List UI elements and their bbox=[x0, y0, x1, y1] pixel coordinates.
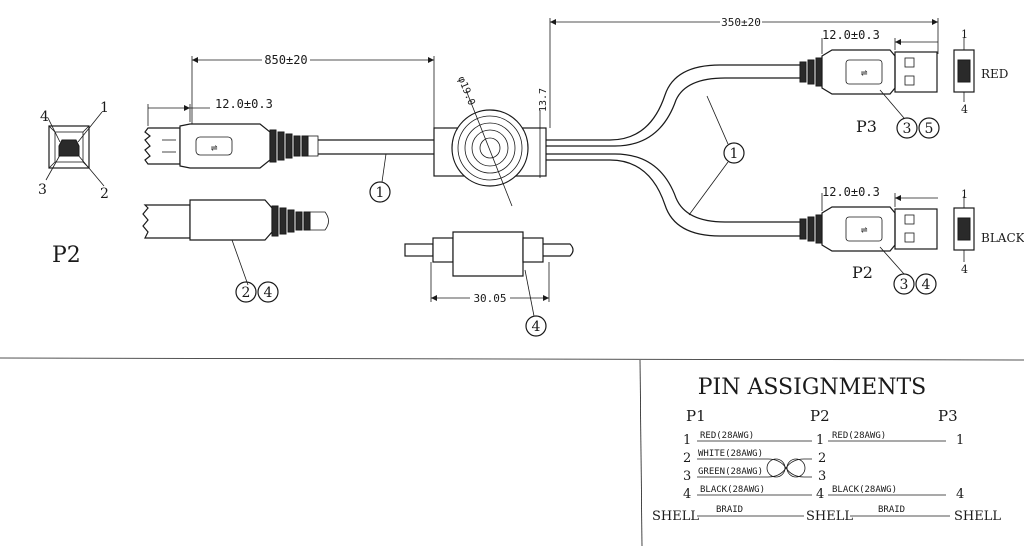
callout-2-4: 2 4 bbox=[235, 281, 279, 303]
divider bbox=[0, 357, 1024, 361]
callout-3-4: 3 4 bbox=[893, 273, 937, 295]
usb-a-end-view-black: 1 4 BLACK bbox=[953, 188, 1024, 276]
usb-a-end-view-red: 1 4 RED bbox=[953, 28, 1008, 116]
usb-symbol-icon: ⇌ bbox=[211, 141, 218, 154]
svg-text:4: 4 bbox=[961, 263, 968, 276]
svg-text:BRAID: BRAID bbox=[716, 505, 743, 515]
main-length-label: 850±20 bbox=[264, 53, 307, 67]
svg-text:5: 5 bbox=[925, 121, 934, 137]
svg-text:SHELL: SHELL bbox=[652, 509, 699, 524]
svg-text:1: 1 bbox=[956, 433, 964, 448]
pin-assignments-table: PIN ASSIGNMENTS P1 P2 P3 1 RED(28AWG) 1 … bbox=[652, 375, 1001, 524]
svg-text:BRAID: BRAID bbox=[878, 505, 905, 515]
svg-text:4: 4 bbox=[264, 285, 273, 301]
svg-text:4: 4 bbox=[816, 487, 824, 502]
usb-b-plug-top: ⇌ bbox=[144, 123, 319, 169]
svg-text:4: 4 bbox=[922, 277, 931, 293]
splitter-mold: φ19.0 13.7 bbox=[433, 75, 549, 207]
header-p3: P3 bbox=[938, 407, 958, 425]
usb-b-face-view: 4 1 3 2 P2 bbox=[38, 100, 109, 268]
svg-text:2: 2 bbox=[818, 451, 826, 466]
svg-text:3: 3 bbox=[900, 277, 909, 293]
ferrite-length-label: 30.05 bbox=[473, 292, 506, 305]
usb-symbol-icon: ⇌ bbox=[861, 66, 868, 79]
svg-text:4: 4 bbox=[532, 319, 541, 335]
svg-text:1: 1 bbox=[816, 433, 824, 448]
red-end-label: RED bbox=[981, 67, 1008, 81]
svg-text:2: 2 bbox=[242, 285, 251, 301]
overmold-side-view bbox=[142, 199, 329, 286]
usb-a-plug-bottom: ⇌ bbox=[799, 206, 938, 275]
svg-text:4: 4 bbox=[683, 487, 691, 502]
svg-text:BLACK(28AWG): BLACK(28AWG) bbox=[700, 485, 765, 495]
svg-text:1: 1 bbox=[376, 185, 385, 201]
callout-branch-1: 1 bbox=[723, 142, 745, 164]
svg-text:SHELL: SHELL bbox=[806, 509, 853, 524]
usb-a-plug-top: ⇌ bbox=[799, 49, 938, 119]
ferrite-height-label: 13.7 bbox=[538, 88, 549, 112]
svg-text:GREEN(28AWG): GREEN(28AWG) bbox=[698, 467, 763, 477]
svg-text:1: 1 bbox=[961, 28, 968, 41]
svg-text:1: 1 bbox=[683, 433, 691, 448]
connector-view-label: P2 bbox=[52, 243, 81, 268]
svg-text:RED(28AWG): RED(28AWG) bbox=[832, 431, 886, 441]
svg-text:4: 4 bbox=[956, 487, 964, 502]
svg-text:3: 3 bbox=[818, 469, 826, 484]
svg-text:3: 3 bbox=[683, 469, 691, 484]
svg-text:RED(28AWG): RED(28AWG) bbox=[700, 431, 754, 441]
branch-length-label: 350±20 bbox=[721, 16, 761, 29]
ferrite-core-detail: 30.05 bbox=[404, 231, 574, 317]
plug-length-bottom-label: 12.0±0.3 bbox=[822, 185, 880, 199]
plug-length-top-label: 12.0±0.3 bbox=[822, 28, 880, 42]
pin-label-4: 4 bbox=[40, 109, 49, 125]
svg-text:SHELL: SHELL bbox=[954, 509, 1001, 524]
svg-text:BLACK(28AWG): BLACK(28AWG) bbox=[832, 485, 897, 495]
pin-label-2: 2 bbox=[100, 186, 109, 202]
svg-text:1: 1 bbox=[730, 146, 739, 162]
callout-cable-1: 1 bbox=[369, 181, 391, 203]
callout-ferrite-4: 4 bbox=[525, 315, 547, 337]
pin-label-3: 3 bbox=[38, 182, 47, 198]
ferrite-diameter-label: φ19.0 bbox=[455, 75, 476, 107]
top-plug-label: P3 bbox=[856, 117, 877, 136]
pin-label-1: 1 bbox=[100, 100, 109, 116]
plug-length-left-label: 12.0±0.3 bbox=[215, 97, 273, 111]
svg-text:1: 1 bbox=[961, 188, 968, 201]
table-title: PIN ASSIGNMENTS bbox=[698, 375, 926, 400]
header-p2: P2 bbox=[810, 407, 830, 425]
svg-text:WHITE(28AWG): WHITE(28AWG) bbox=[698, 449, 763, 459]
black-end-label: BLACK bbox=[981, 231, 1024, 245]
bottom-plug-label: P2 bbox=[852, 263, 873, 282]
svg-text:4: 4 bbox=[961, 103, 968, 116]
svg-text:3: 3 bbox=[903, 121, 912, 137]
callout-3-5: 3 5 bbox=[896, 117, 940, 139]
main-cable bbox=[318, 139, 434, 183]
divider bbox=[639, 359, 643, 546]
svg-text:2: 2 bbox=[683, 451, 691, 466]
usb-symbol-icon: ⇌ bbox=[861, 223, 868, 236]
branch-cables bbox=[546, 64, 800, 237]
header-p1: P1 bbox=[686, 407, 706, 425]
